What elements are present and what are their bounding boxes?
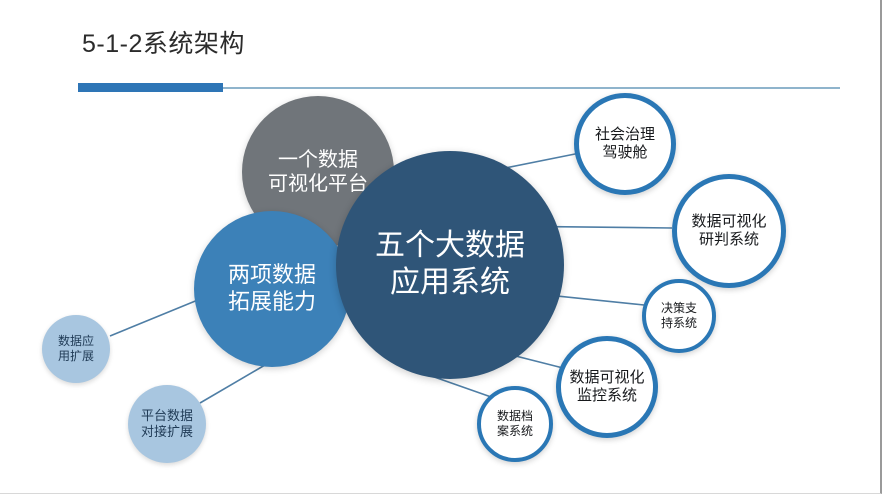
bubble-label: 社会治理 驾驶舱 [594, 125, 655, 161]
bubble-label: 平台数据 对接扩展 [140, 408, 193, 439]
bubble-label: 数据可视化 研判系统 [691, 212, 767, 248]
bubble-data-archive-system[interactable]: 数据档 案系统 [477, 386, 553, 462]
title-rule-thin [78, 87, 840, 89]
bubble-data-visualization-analysis-system[interactable]: 数据可视化 研判系统 [672, 174, 786, 288]
bubble-data-visualization-monitoring-system[interactable]: 数据可视化 监控系统 [556, 336, 658, 438]
link-capability-platform-docking [199, 364, 266, 404]
bubble-label: 决策支 持系统 [660, 301, 697, 330]
bubble-decision-support-system[interactable]: 决策支 持系统 [642, 279, 716, 353]
bubble-label: 数据可视化 监控系统 [569, 368, 645, 404]
bubble-capability[interactable]: 两项数据 拓展能力 [194, 211, 350, 367]
bubble-label: 两项数据 拓展能力 [227, 262, 316, 314]
bubble-label: 五个大数据 应用系统 [375, 229, 525, 299]
title-rule-accent [78, 83, 223, 92]
bubble-platform-data-docking-extension[interactable]: 平台数据 对接扩展 [128, 385, 206, 463]
bubble-label: 数据档 案系统 [496, 409, 533, 438]
link-capability-data-app-extension [109, 294, 211, 337]
bubble-social-governance-cockpit[interactable]: 社会治理 驾驶舱 [574, 93, 676, 195]
bubble-label: 一个数据 可视化平台 [268, 148, 368, 195]
page-title: 5-1-2系统架构 [82, 30, 245, 58]
bubble-data-app-extension[interactable]: 数据应 用扩展 [42, 315, 110, 383]
bubble-label: 数据应 用扩展 [57, 334, 94, 363]
bubble-application[interactable]: 五个大数据 应用系统 [336, 151, 564, 379]
